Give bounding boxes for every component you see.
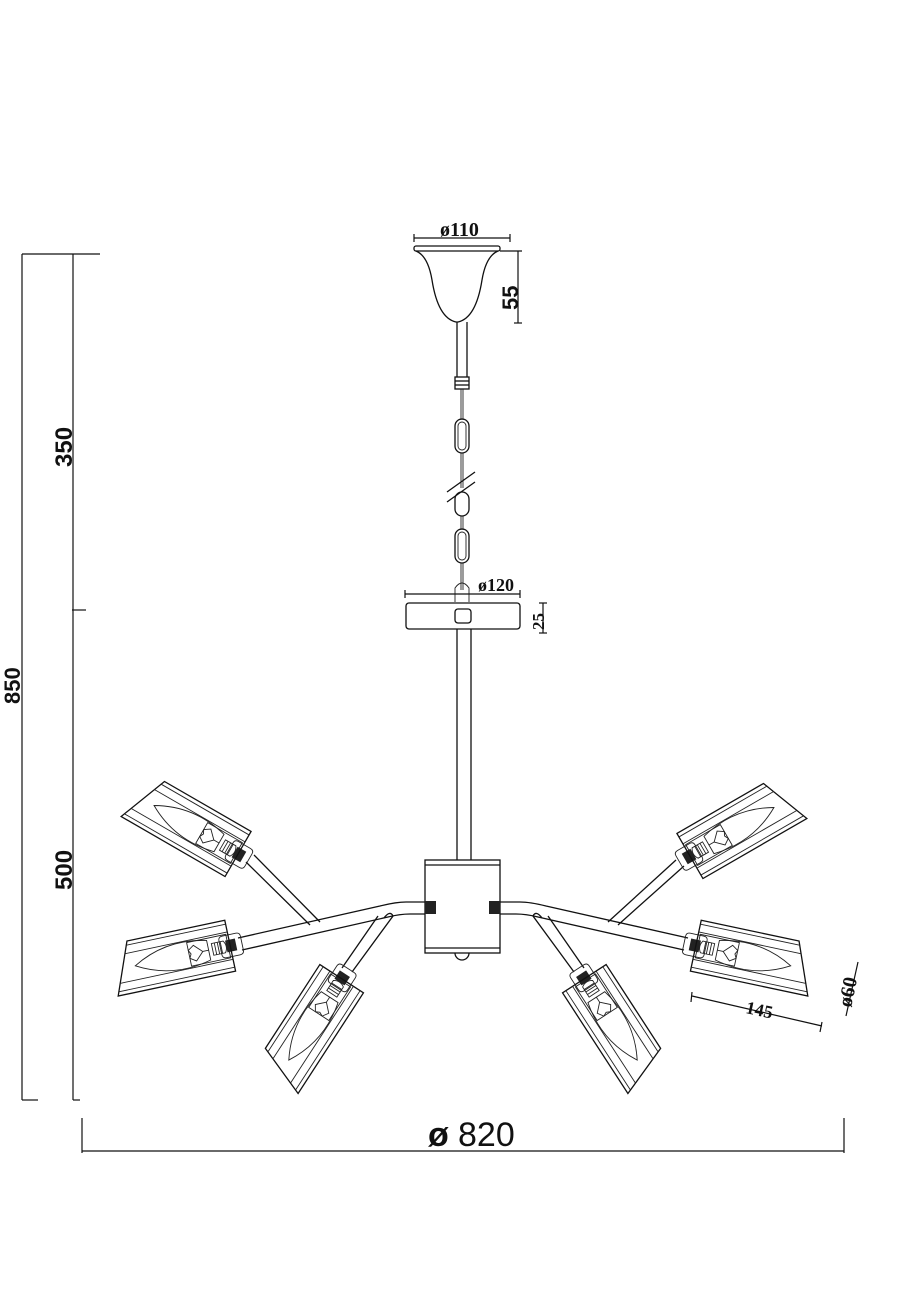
central-body <box>424 859 501 961</box>
body-height-dimension: 500 <box>51 610 80 1101</box>
lamp-middle-left <box>106 917 248 997</box>
total-height-label: 850 <box>0 667 25 704</box>
lamp-upper-right <box>665 772 808 886</box>
canopy-height-label: 55 <box>498 286 523 310</box>
plate-diameter-label: ø120 <box>478 575 514 595</box>
chain-height-label: 350 <box>51 427 78 467</box>
plate-height-dimension: 25 <box>529 602 548 634</box>
shade-diameter-dimension: ø60 <box>834 961 862 1017</box>
ceiling-plate <box>405 602 521 630</box>
plate-diameter-dimension: ø120 <box>404 575 521 598</box>
lamp-upper-left <box>120 770 263 884</box>
shade-length-label: 145 <box>744 997 775 1022</box>
body-height-label: 500 <box>51 850 78 890</box>
total-height-dimension: 850 <box>0 253 100 1101</box>
shade-diameter-label: ø60 <box>834 975 862 1009</box>
overall-diameter-dimension: ø 820 <box>81 1116 845 1154</box>
chain <box>446 389 476 602</box>
shade-length-dimension: 145 <box>690 991 823 1033</box>
overall-diameter-label: 820 <box>458 1116 515 1154</box>
lamp-middle-right <box>678 917 820 997</box>
canopy-diameter-label: ø110 <box>440 219 479 241</box>
arms <box>237 854 689 973</box>
plate-height-label: 25 <box>529 613 548 630</box>
upper-rod <box>454 322 470 390</box>
stem <box>456 629 472 860</box>
chain-height-dimension: 350 <box>51 254 86 611</box>
overall-diameter-symbol: ø <box>428 1116 449 1154</box>
canopy <box>413 245 501 323</box>
lamp-lower-left <box>253 953 371 1095</box>
canopy-diameter-dimension: ø110 <box>413 219 511 242</box>
lamp-lower-right <box>555 953 673 1095</box>
canopy-height-dimension: 55 <box>498 250 523 324</box>
